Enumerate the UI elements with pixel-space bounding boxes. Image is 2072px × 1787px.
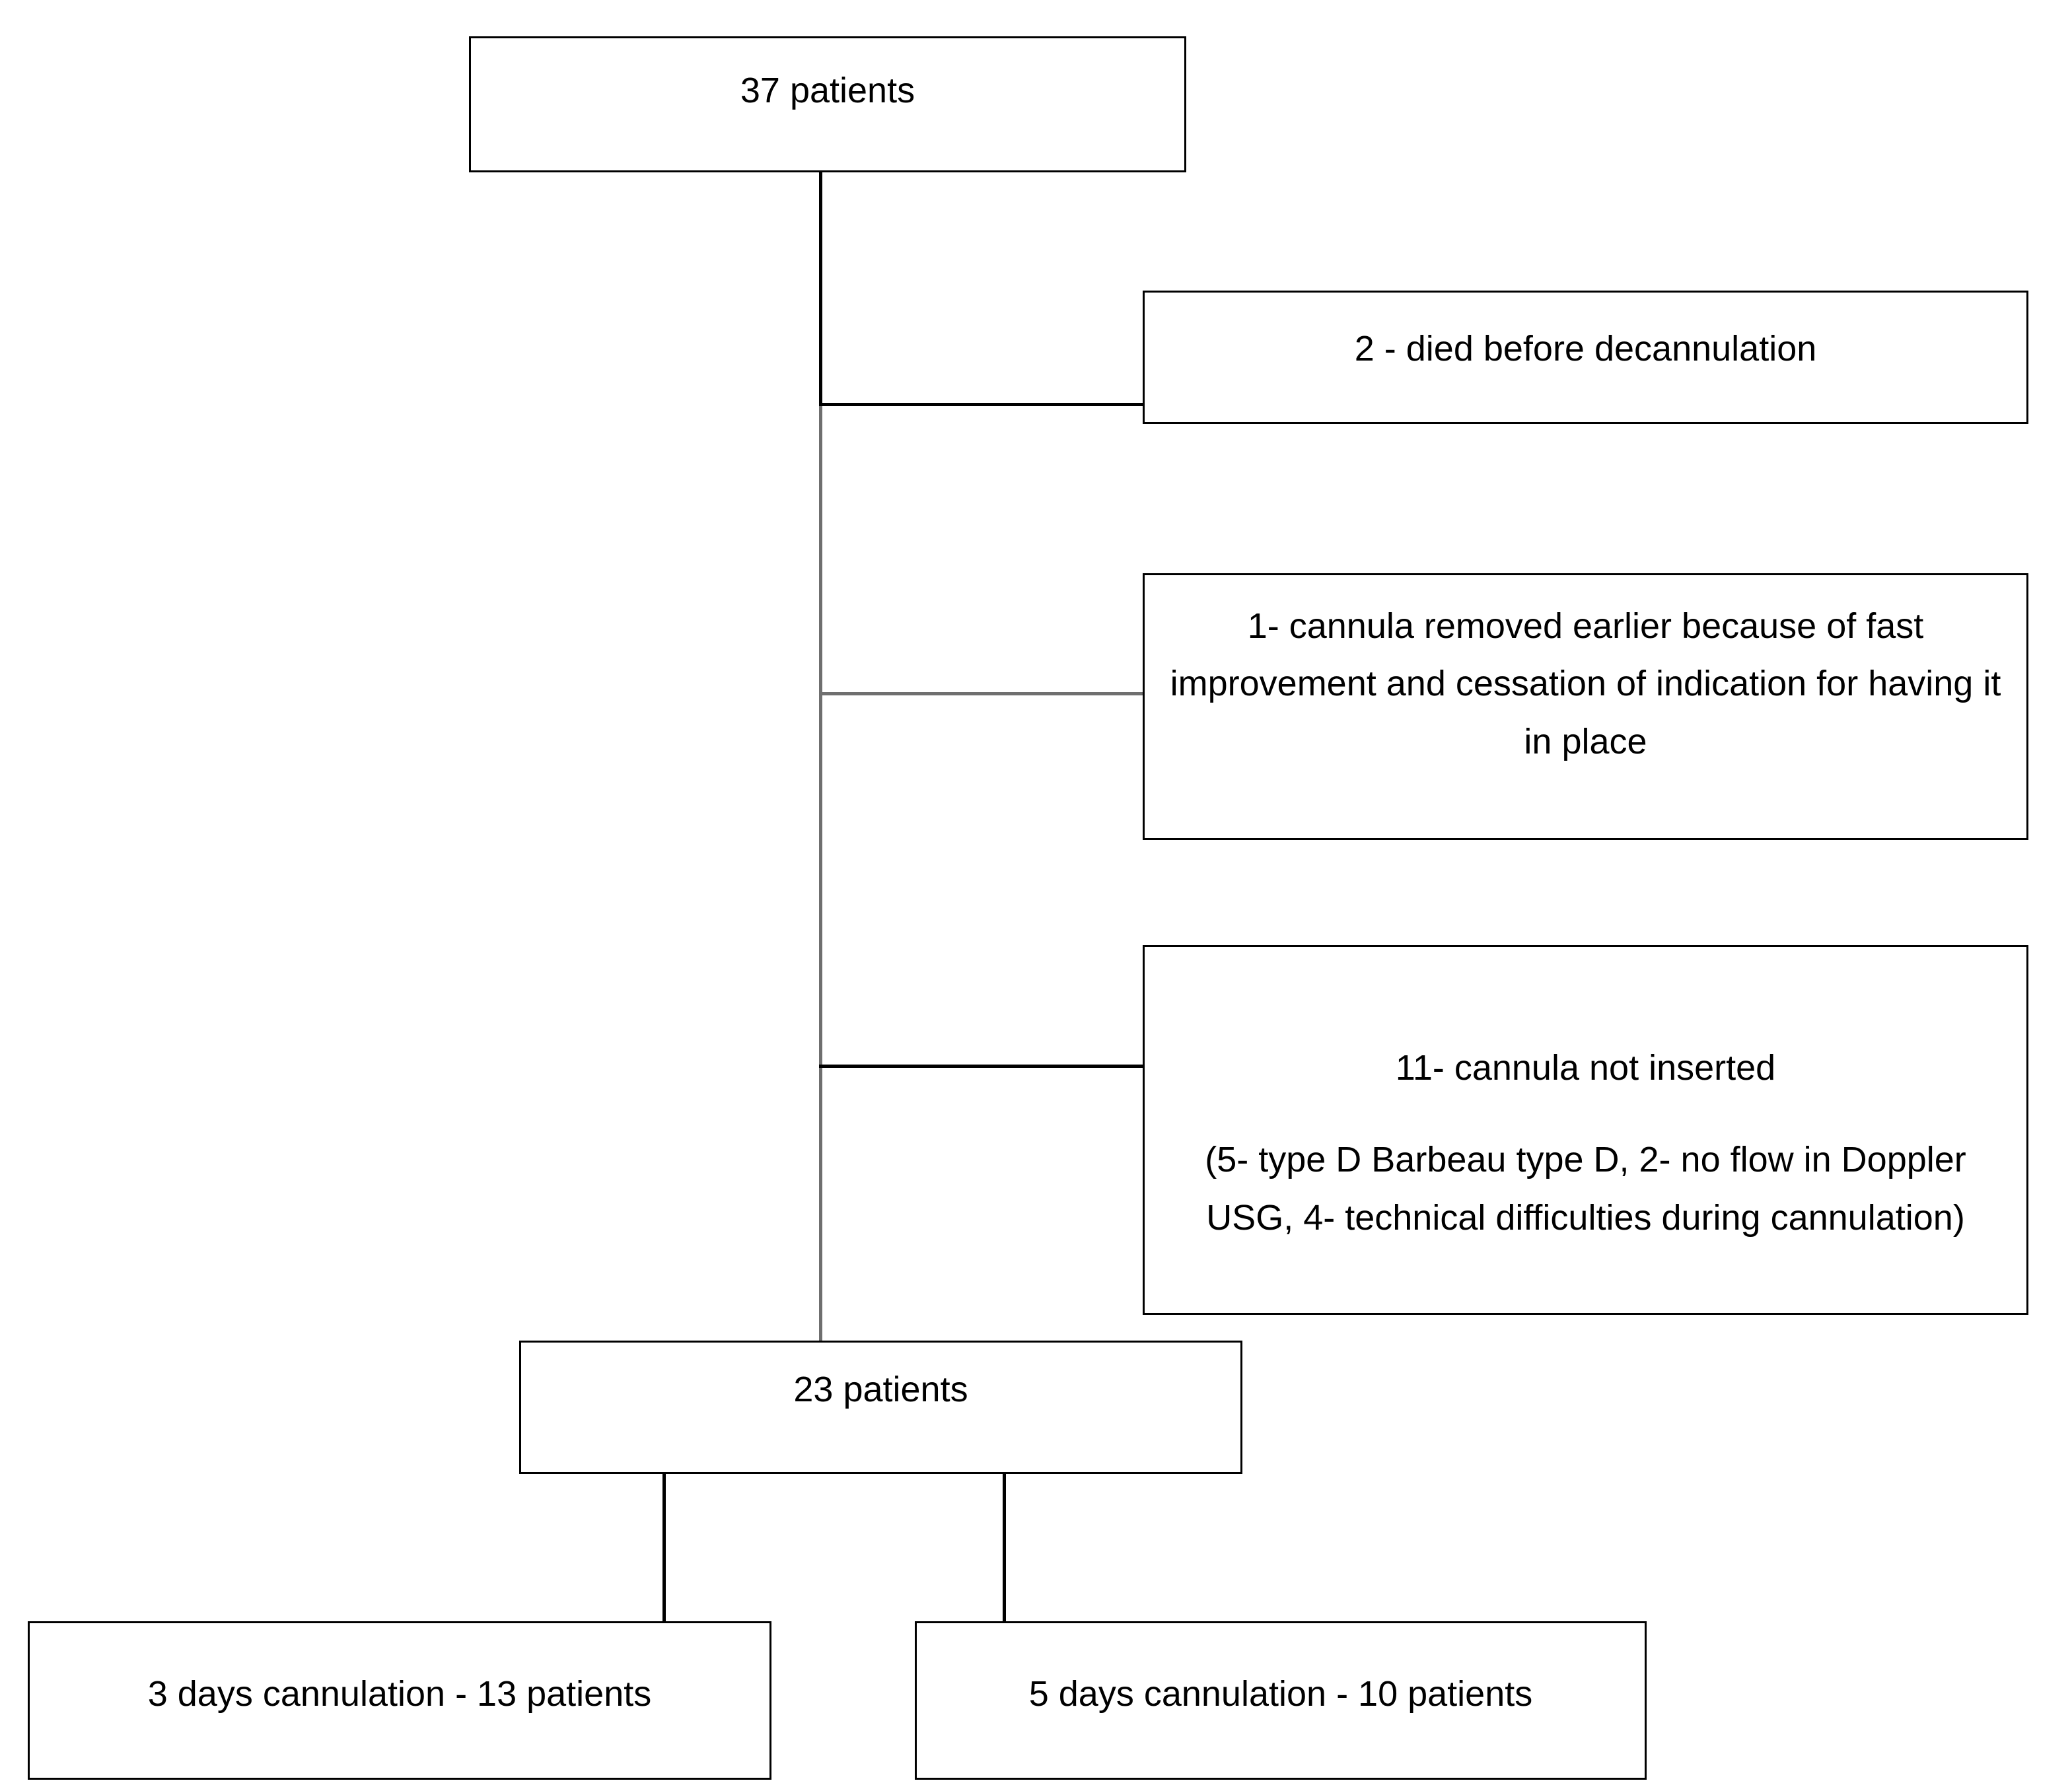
node-included-patients: 23 patients: [519, 1341, 1242, 1474]
node-arm-5-days-label: 5 days cannulation - 10 patients: [1028, 1674, 1533, 1714]
connector-branch-cannula-not-inserted: [819, 1065, 1145, 1068]
node-cannula-not-inserted: 11- cannula not inserted (5- type D Barb…: [1143, 945, 2028, 1315]
node-died-before-decannulation: 2 - died before decannulation: [1143, 291, 2028, 424]
node-included-patients-label: 23 patients: [793, 1370, 968, 1409]
node-total-patients: 37 patients: [469, 36, 1186, 172]
connector-trunk-upper: [819, 170, 822, 408]
connector-drop-arm-3-days: [662, 1473, 666, 1623]
node-arm-3-days-label: 3 days cannulation - 13 patients: [147, 1674, 652, 1714]
node-cannula-removed-early: 1- cannula removed earlier because of fa…: [1143, 573, 2028, 840]
connector-trunk-lower: [819, 403, 822, 1343]
connector-drop-arm-5-days: [1003, 1473, 1006, 1623]
node-died-before-decannulation-label: 2 - died before decannulation: [1354, 329, 1817, 368]
node-total-patients-label: 37 patients: [740, 71, 915, 110]
node-cannula-not-inserted-detail: (5- type D Barbeau type D, 2- no flow in…: [1205, 1140, 1966, 1238]
node-cannula-removed-early-label: 1- cannula removed earlier because of fa…: [1170, 606, 2001, 761]
node-arm-5-days: 5 days cannulation - 10 patients: [915, 1621, 1647, 1780]
node-cannula-not-inserted-label: 11- cannula not inserted: [1395, 1047, 1776, 1088]
connector-branch-cannula-removed-early: [819, 692, 1145, 695]
node-arm-3-days: 3 days cannulation - 13 patients: [28, 1621, 771, 1780]
connector-branch-died-before-decannulation: [819, 403, 1145, 406]
